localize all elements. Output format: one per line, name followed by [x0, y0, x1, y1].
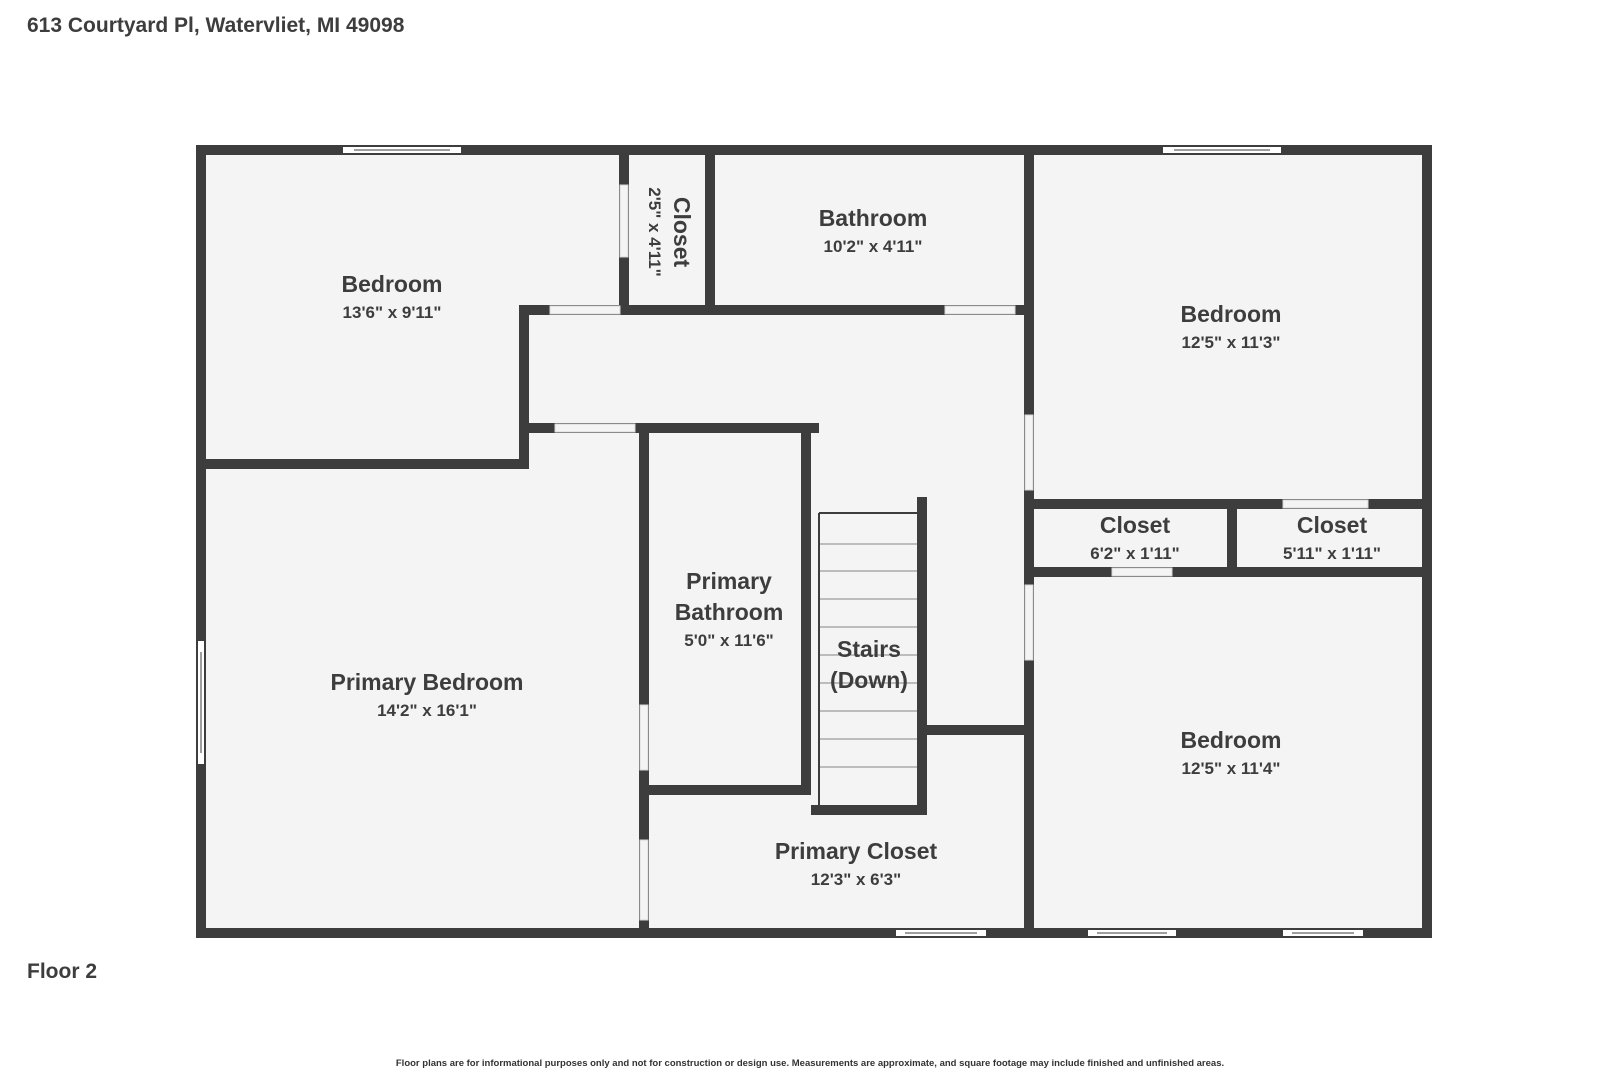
room-name: Bedroom [1181, 727, 1282, 753]
room-dimensions: 12'5" x 11'3" [1182, 333, 1281, 352]
room-dimensions: 6'2" x 1'11" [1090, 544, 1179, 563]
room-bedroom-ne: Bedroom 12'5" x 11'3" [1181, 301, 1282, 352]
room-name: Closet [1297, 512, 1368, 538]
room-dimensions: 12'5" x 11'4" [1182, 759, 1281, 778]
room-name: Primary Bedroom [330, 669, 523, 695]
room-name: Bedroom [1181, 301, 1282, 327]
outer-walls [196, 145, 1432, 938]
floor-area [196, 152, 1432, 934]
room-closet-small: Closet 2'5" x 4'11" [645, 187, 695, 276]
room-bedroom-se: Bedroom 12'5" x 11'4" [1181, 727, 1282, 778]
property-address: 613 Courtyard Pl, Watervliet, MI 49098 [27, 14, 405, 37]
room-dimensions: 5'11" x 1'11" [1283, 544, 1381, 563]
door-openings [549, 184, 1369, 921]
room-closet-left: Closet 6'2" x 1'11" [1090, 512, 1179, 563]
room-dimensions: 13'6" x 9'11" [343, 303, 442, 322]
room-dimensions: 12'3" x 6'3" [811, 870, 901, 889]
room-name: Closet [669, 197, 695, 268]
room-dimensions: 2'5" x 4'11" [645, 187, 664, 276]
room-dimensions: 14'2" x 16'1" [377, 701, 477, 720]
room-stairs: Stairs (Down) [830, 636, 908, 693]
room-name-line2: (Down) [830, 667, 908, 693]
floor-label: Floor 2 [27, 960, 98, 983]
room-primary-bathroom: Primary Bathroom 5'0" x 11'6" [675, 568, 784, 650]
stair-treads [819, 512, 917, 768]
window-sills [200, 149, 1354, 934]
room-bathroom: Bathroom 10'2" x 4'11" [819, 205, 928, 256]
room-name: Primary Closet [775, 838, 938, 864]
room-name: Bathroom [819, 205, 928, 231]
room-bedroom-nw: Bedroom 13'6" x 9'11" [342, 271, 443, 322]
room-dimensions: 10'2" x 4'11" [824, 237, 923, 256]
room-primary-closet: Primary Closet 12'3" x 6'3" [775, 838, 938, 889]
room-closet-right: Closet 5'11" x 1'11" [1283, 512, 1381, 563]
room-dimensions: 5'0" x 11'6" [684, 631, 773, 650]
disclaimer-text: Floor plans are for informational purpos… [395, 1058, 1225, 1069]
room-name: Closet [1100, 512, 1171, 538]
room-name-line2: Bathroom [675, 599, 784, 625]
room-name: Bedroom [342, 271, 443, 297]
room-name-line1: Primary [686, 568, 772, 594]
room-primary-bedroom: Primary Bedroom 14'2" x 16'1" [330, 669, 523, 720]
room-name-line1: Stairs [837, 636, 901, 662]
stair-outline [818, 512, 917, 807]
